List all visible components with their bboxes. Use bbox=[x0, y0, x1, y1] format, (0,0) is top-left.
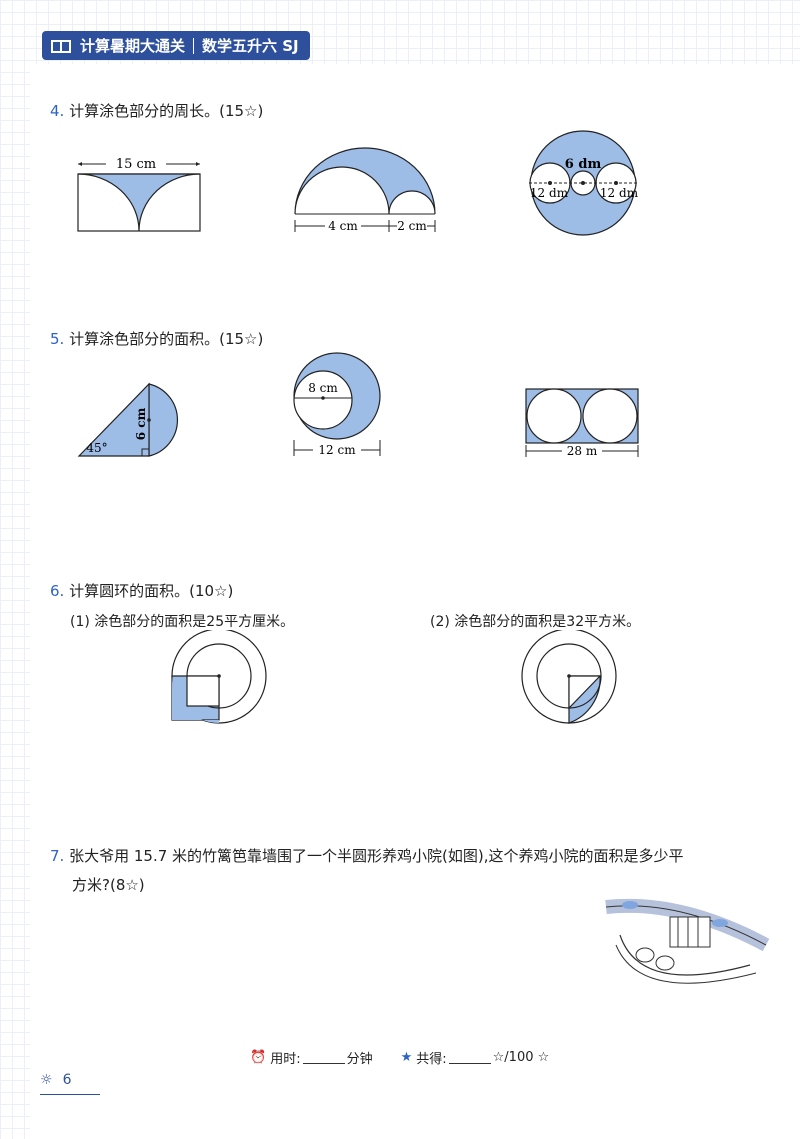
score-total: ☆/100 ☆ bbox=[492, 1050, 550, 1065]
question-text: 计算圆环的面积。(10☆) bbox=[69, 582, 234, 600]
q4-figure-circles: 6 dm 12 dm 12 dm bbox=[529, 130, 639, 236]
time-label: 用时: bbox=[270, 1052, 301, 1067]
question-number: 5. bbox=[50, 330, 65, 348]
q5-figure-crescent: 8 cm 12 cm bbox=[293, 352, 381, 457]
question-number: 4. bbox=[50, 102, 65, 120]
q5-fig1-side: 6 cm bbox=[134, 407, 148, 440]
q5-fig3-width: 28 m bbox=[567, 444, 598, 458]
page-number-block: ☼ 6 bbox=[40, 1072, 100, 1095]
question-5: 5. 计算涂色部分的面积。(15☆) bbox=[50, 328, 263, 349]
header-banner: 计算暑期大通关 数学五升六 SJ bbox=[42, 31, 310, 60]
question-text-line1: 张大爷用 15.7 米的竹篱笆靠墙围了一个半圆形养鸡小院(如图),这个养鸡小院的… bbox=[69, 847, 684, 865]
question-4: 4. 计算涂色部分的周长。(15☆) bbox=[50, 100, 263, 121]
q6-part2: (2) 涂色部分的面积是32平方米。 bbox=[430, 614, 641, 630]
question-7-line2: 方米?(8☆) bbox=[72, 876, 145, 894]
q5-figure-rect-circles: 28 m bbox=[525, 388, 639, 458]
q4-fig1-label: 15 cm bbox=[116, 157, 156, 172]
q4-fig2-label-a: 4 cm bbox=[328, 219, 358, 233]
q5-figure-triangle-semicircle: 45° 6 cm bbox=[77, 382, 179, 457]
question-number: 7. bbox=[50, 847, 65, 865]
sun-icon: ☼ bbox=[40, 1072, 53, 1088]
q6-figure-ring-square bbox=[171, 630, 267, 724]
score-blank[interactable] bbox=[448, 1051, 491, 1064]
q6-part1: (1) 涂色部分的面积是25平方厘米。 bbox=[70, 614, 295, 630]
time-blank[interactable] bbox=[302, 1051, 345, 1064]
q4-fig3-label-top: 6 dm bbox=[565, 157, 602, 172]
question-7: 7. 张大爷用 15.7 米的竹篱笆靠墙围了一个半圆形养鸡小院(如图),这个养鸡… bbox=[50, 845, 760, 866]
question-text: 计算涂色部分的面积。(15☆) bbox=[69, 330, 264, 348]
question-number: 6. bbox=[50, 582, 65, 600]
book-icon bbox=[51, 39, 71, 53]
chicken-yard-illustration bbox=[605, 898, 770, 984]
time-unit: 分钟 bbox=[346, 1052, 373, 1067]
score-label: 共得: bbox=[416, 1052, 447, 1067]
q4-fig3-label-right: 12 dm bbox=[600, 186, 639, 200]
header-title: 计算暑期大通关 bbox=[80, 37, 186, 55]
page-number-underline bbox=[40, 1094, 100, 1095]
question-6: 6. 计算圆环的面积。(10☆) bbox=[50, 580, 233, 601]
q4-figure-semicircles: 4 cm 2 cm bbox=[294, 147, 436, 233]
q4-fig2-label-b: 2 cm bbox=[397, 219, 427, 233]
clock-icon: ⏰ bbox=[250, 1050, 267, 1065]
q5-fig1-angle: 45° bbox=[86, 441, 107, 455]
footer-score: ⏰ 用时: 分钟 ★ 共得: ☆/100 ☆ bbox=[250, 1048, 549, 1067]
header-subtitle: 数学五升六 SJ bbox=[202, 37, 299, 55]
q5-fig2-outer: 12 cm bbox=[318, 443, 356, 457]
q4-figure-rectangle: 15 cm bbox=[77, 157, 201, 232]
q4-fig3-label-left: 12 dm bbox=[530, 186, 569, 200]
star-icon: ★ bbox=[400, 1050, 413, 1065]
header-divider bbox=[193, 37, 195, 54]
q5-fig2-inner: 8 cm bbox=[308, 381, 338, 395]
question-text: 计算涂色部分的周长。(15☆) bbox=[69, 102, 264, 120]
page-number: 6 bbox=[62, 1072, 72, 1088]
q6-figure-ring-triangle bbox=[521, 630, 617, 724]
